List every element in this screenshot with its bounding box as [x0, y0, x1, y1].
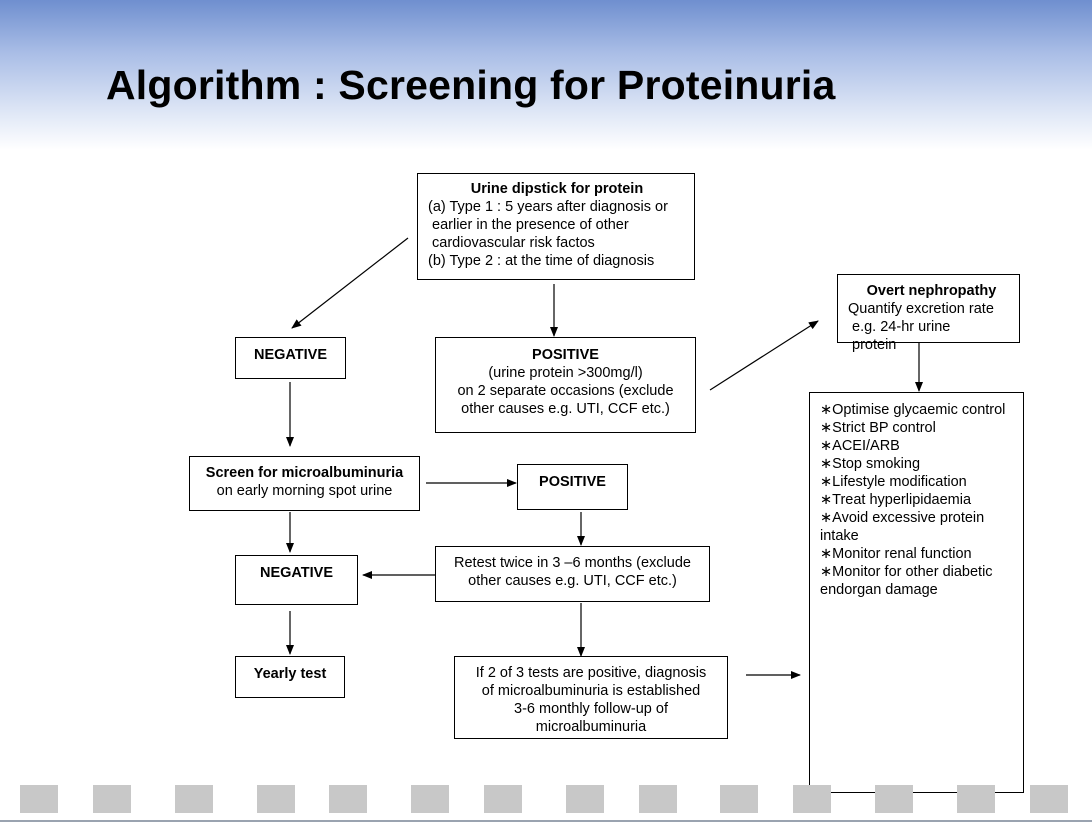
footer-square: [20, 785, 58, 813]
overt-line: Quantify excretion rate: [848, 301, 994, 317]
management-item: ∗Lifestyle modification: [820, 473, 1017, 491]
management-item-text: Treat hyperlipidaemia: [832, 492, 972, 508]
footer-square: [720, 785, 758, 813]
management-item-text: Lifestyle modification: [832, 474, 967, 490]
positive-label: POSITIVE: [539, 474, 606, 490]
management-item: ∗Treat hyperlipidaemia: [820, 491, 1017, 509]
positive-heading: POSITIVE: [532, 347, 599, 363]
asterisk-bullet-icon: ∗: [820, 402, 833, 418]
dipstick-heading: Urine dipstick for protein: [470, 181, 644, 197]
management-item-text: Strict BP control: [832, 420, 936, 436]
overt-line: protein: [848, 337, 897, 353]
footer-square: [793, 785, 831, 813]
positive-box-top: POSITIVE (urine protein >300mg/l) on 2 s…: [435, 337, 696, 433]
footer-square: [257, 785, 295, 813]
asterisk-bullet-icon: ∗: [820, 420, 833, 436]
footer-square: [329, 785, 367, 813]
footer-square: [957, 785, 995, 813]
negative-box-mid: NEGATIVE: [235, 555, 358, 605]
footer-line: [0, 820, 1092, 822]
management-item: ∗Monitor renal function: [820, 545, 1017, 563]
diagnosis-line: If 2 of 3 tests are positive, diagnosis: [475, 665, 707, 681]
management-item-text: Monitor renal function: [832, 546, 972, 562]
retest-line: Retest twice in 3 –6 months (exclude: [454, 555, 691, 571]
management-item-text: Avoid excessive protein intake: [820, 510, 985, 544]
overt-line: e.g. 24-hr urine: [848, 319, 951, 335]
asterisk-bullet-icon: ∗: [820, 510, 833, 526]
title-banner: [0, 0, 1092, 150]
diagnosis-box: If 2 of 3 tests are positive, diagnosis …: [454, 656, 728, 739]
overt-heading: Overt nephropathy: [866, 283, 997, 299]
footer-square: [639, 785, 677, 813]
asterisk-bullet-icon: ∗: [820, 438, 833, 454]
management-item: ∗Monitor for other diabetic endorgan dam…: [820, 563, 1017, 599]
positive-line: other causes e.g. UTI, CCF etc.): [461, 401, 670, 417]
page-title: Algorithm : Screening for Proteinuria: [106, 62, 836, 108]
screen-line: on early morning spot urine: [216, 483, 393, 499]
diagnosis-line: 3-6 monthly follow-up of: [514, 701, 668, 717]
footer-square: [175, 785, 213, 813]
asterisk-bullet-icon: ∗: [820, 456, 833, 472]
footer-square: [1030, 785, 1068, 813]
footer-square: [484, 785, 522, 813]
footer-square: [93, 785, 131, 813]
dipstick-box: Urine dipstick for protein (a) Type 1 : …: [417, 173, 695, 280]
footer-square: [566, 785, 604, 813]
retest-line: other causes e.g. UTI, CCF etc.): [468, 573, 677, 589]
management-item: ∗Stop smoking: [820, 455, 1017, 473]
footer-square: [875, 785, 913, 813]
dipstick-line: cardiovascular risk factos: [428, 235, 595, 251]
negative-label: NEGATIVE: [259, 565, 334, 581]
management-item: ∗Strict BP control: [820, 419, 1017, 437]
footer-square: [411, 785, 449, 813]
positive-line: (urine protein >300mg/l): [488, 365, 643, 381]
diagnosis-line: microalbuminuria: [535, 719, 647, 735]
asterisk-bullet-icon: ∗: [820, 474, 833, 490]
dipstick-line: (b) Type 2 : at the time of diagnosis: [428, 253, 655, 269]
asterisk-bullet-icon: ∗: [820, 492, 833, 508]
management-box: ∗Optimise glycaemic control∗Strict BP co…: [809, 392, 1024, 793]
management-item: ∗Avoid excessive protein intake: [820, 509, 1017, 545]
negative-box-top: NEGATIVE: [235, 337, 346, 379]
management-item-text: Stop smoking: [832, 456, 921, 472]
management-item-text: Monitor for other diabetic endorgan dama…: [820, 564, 993, 598]
positive-box-mid: POSITIVE: [517, 464, 628, 510]
screen-heading: Screen for microalbuminuria: [205, 465, 404, 481]
management-item: ∗Optimise glycaemic control: [820, 401, 1017, 419]
overt-nephropathy-box: Overt nephropathy Quantify excretion rat…: [837, 274, 1020, 353]
management-item-text: ACEI/ARB: [832, 438, 900, 454]
screen-box: Screen for microalbuminuria on early mor…: [189, 456, 420, 511]
retest-box: Retest twice in 3 –6 months (exclude oth…: [435, 546, 710, 602]
yearly-test-box: Yearly test: [235, 656, 345, 698]
negative-label: NEGATIVE: [253, 347, 328, 363]
management-item-text: Optimise glycaemic control: [832, 402, 1006, 418]
arrow-positive-to-overt: [709, 320, 819, 391]
management-list: ∗Optimise glycaemic control∗Strict BP co…: [820, 401, 1017, 599]
arrow-dipstick-to-negative: [291, 237, 409, 329]
asterisk-bullet-icon: ∗: [820, 546, 833, 562]
dipstick-line: earlier in the presence of other: [428, 217, 629, 233]
yearly-label: Yearly test: [253, 666, 327, 682]
management-item: ∗ACEI/ARB: [820, 437, 1017, 455]
positive-line: on 2 separate occasions (exclude: [457, 383, 674, 399]
asterisk-bullet-icon: ∗: [820, 564, 833, 580]
dipstick-line: (a) Type 1 : 5 years after diagnosis or: [428, 199, 668, 215]
diagnosis-line: of microalbuminuria is established: [481, 683, 701, 699]
